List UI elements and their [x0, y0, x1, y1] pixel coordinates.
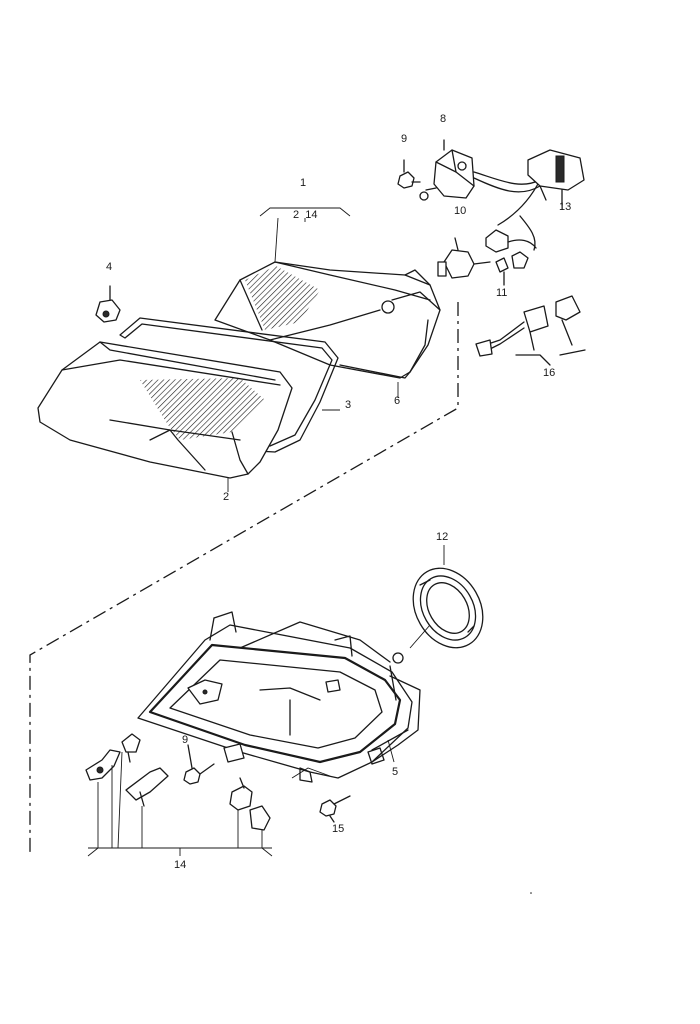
label-9-bottom: 9 — [182, 734, 188, 746]
h7-bulb — [437, 237, 491, 279]
label-12: 12 — [436, 531, 448, 543]
label-16: 16 — [543, 367, 555, 379]
label-3: 3 — [345, 399, 351, 411]
leader-lines-lower — [87, 739, 395, 857]
label-6: 6 — [394, 395, 400, 407]
screw-part-15 — [319, 795, 351, 823]
label-2: 2 — [223, 491, 229, 503]
callout-labels: 1 2 14 4 3 6 2 8 9 10 13 11 16 12 9 5 15… — [106, 113, 571, 871]
label-1: 1 — [300, 177, 306, 189]
label-5: 5 — [392, 766, 398, 778]
label-10: 10 — [454, 205, 466, 217]
label-11: 11 — [496, 287, 507, 299]
wiring-harness-part-13 — [473, 149, 585, 226]
clip-set-part-14 — [85, 733, 271, 831]
label-9-top: 9 — [401, 133, 407, 145]
label-13: 13 — [559, 201, 571, 213]
label-4: 4 — [106, 261, 112, 273]
retaining-clip-part-4 — [95, 285, 121, 323]
connector-part-11 — [485, 215, 537, 286]
label-8: 8 — [440, 113, 446, 125]
headlight-lens — [37, 341, 293, 479]
wiring-adapter-part-16 — [475, 295, 586, 366]
bulb-cover-ring-part-12 — [409, 545, 484, 649]
leader-lines-upper — [227, 195, 563, 492]
label-2-14: 2 14 — [293, 209, 317, 221]
headlight-housing — [214, 261, 441, 379]
label-14-bottom: 14 — [174, 859, 186, 871]
screw-part-9-top — [397, 159, 421, 189]
bulb-socket-part-8 — [419, 139, 475, 201]
screw-part-9-bottom — [183, 744, 215, 785]
adjuster-bracket — [339, 364, 411, 379]
stray-dot — [530, 892, 532, 894]
assembly-boundary-line — [29, 302, 459, 855]
headlight-frame-part-5 — [137, 611, 421, 783]
label-15: 15 — [332, 823, 344, 835]
